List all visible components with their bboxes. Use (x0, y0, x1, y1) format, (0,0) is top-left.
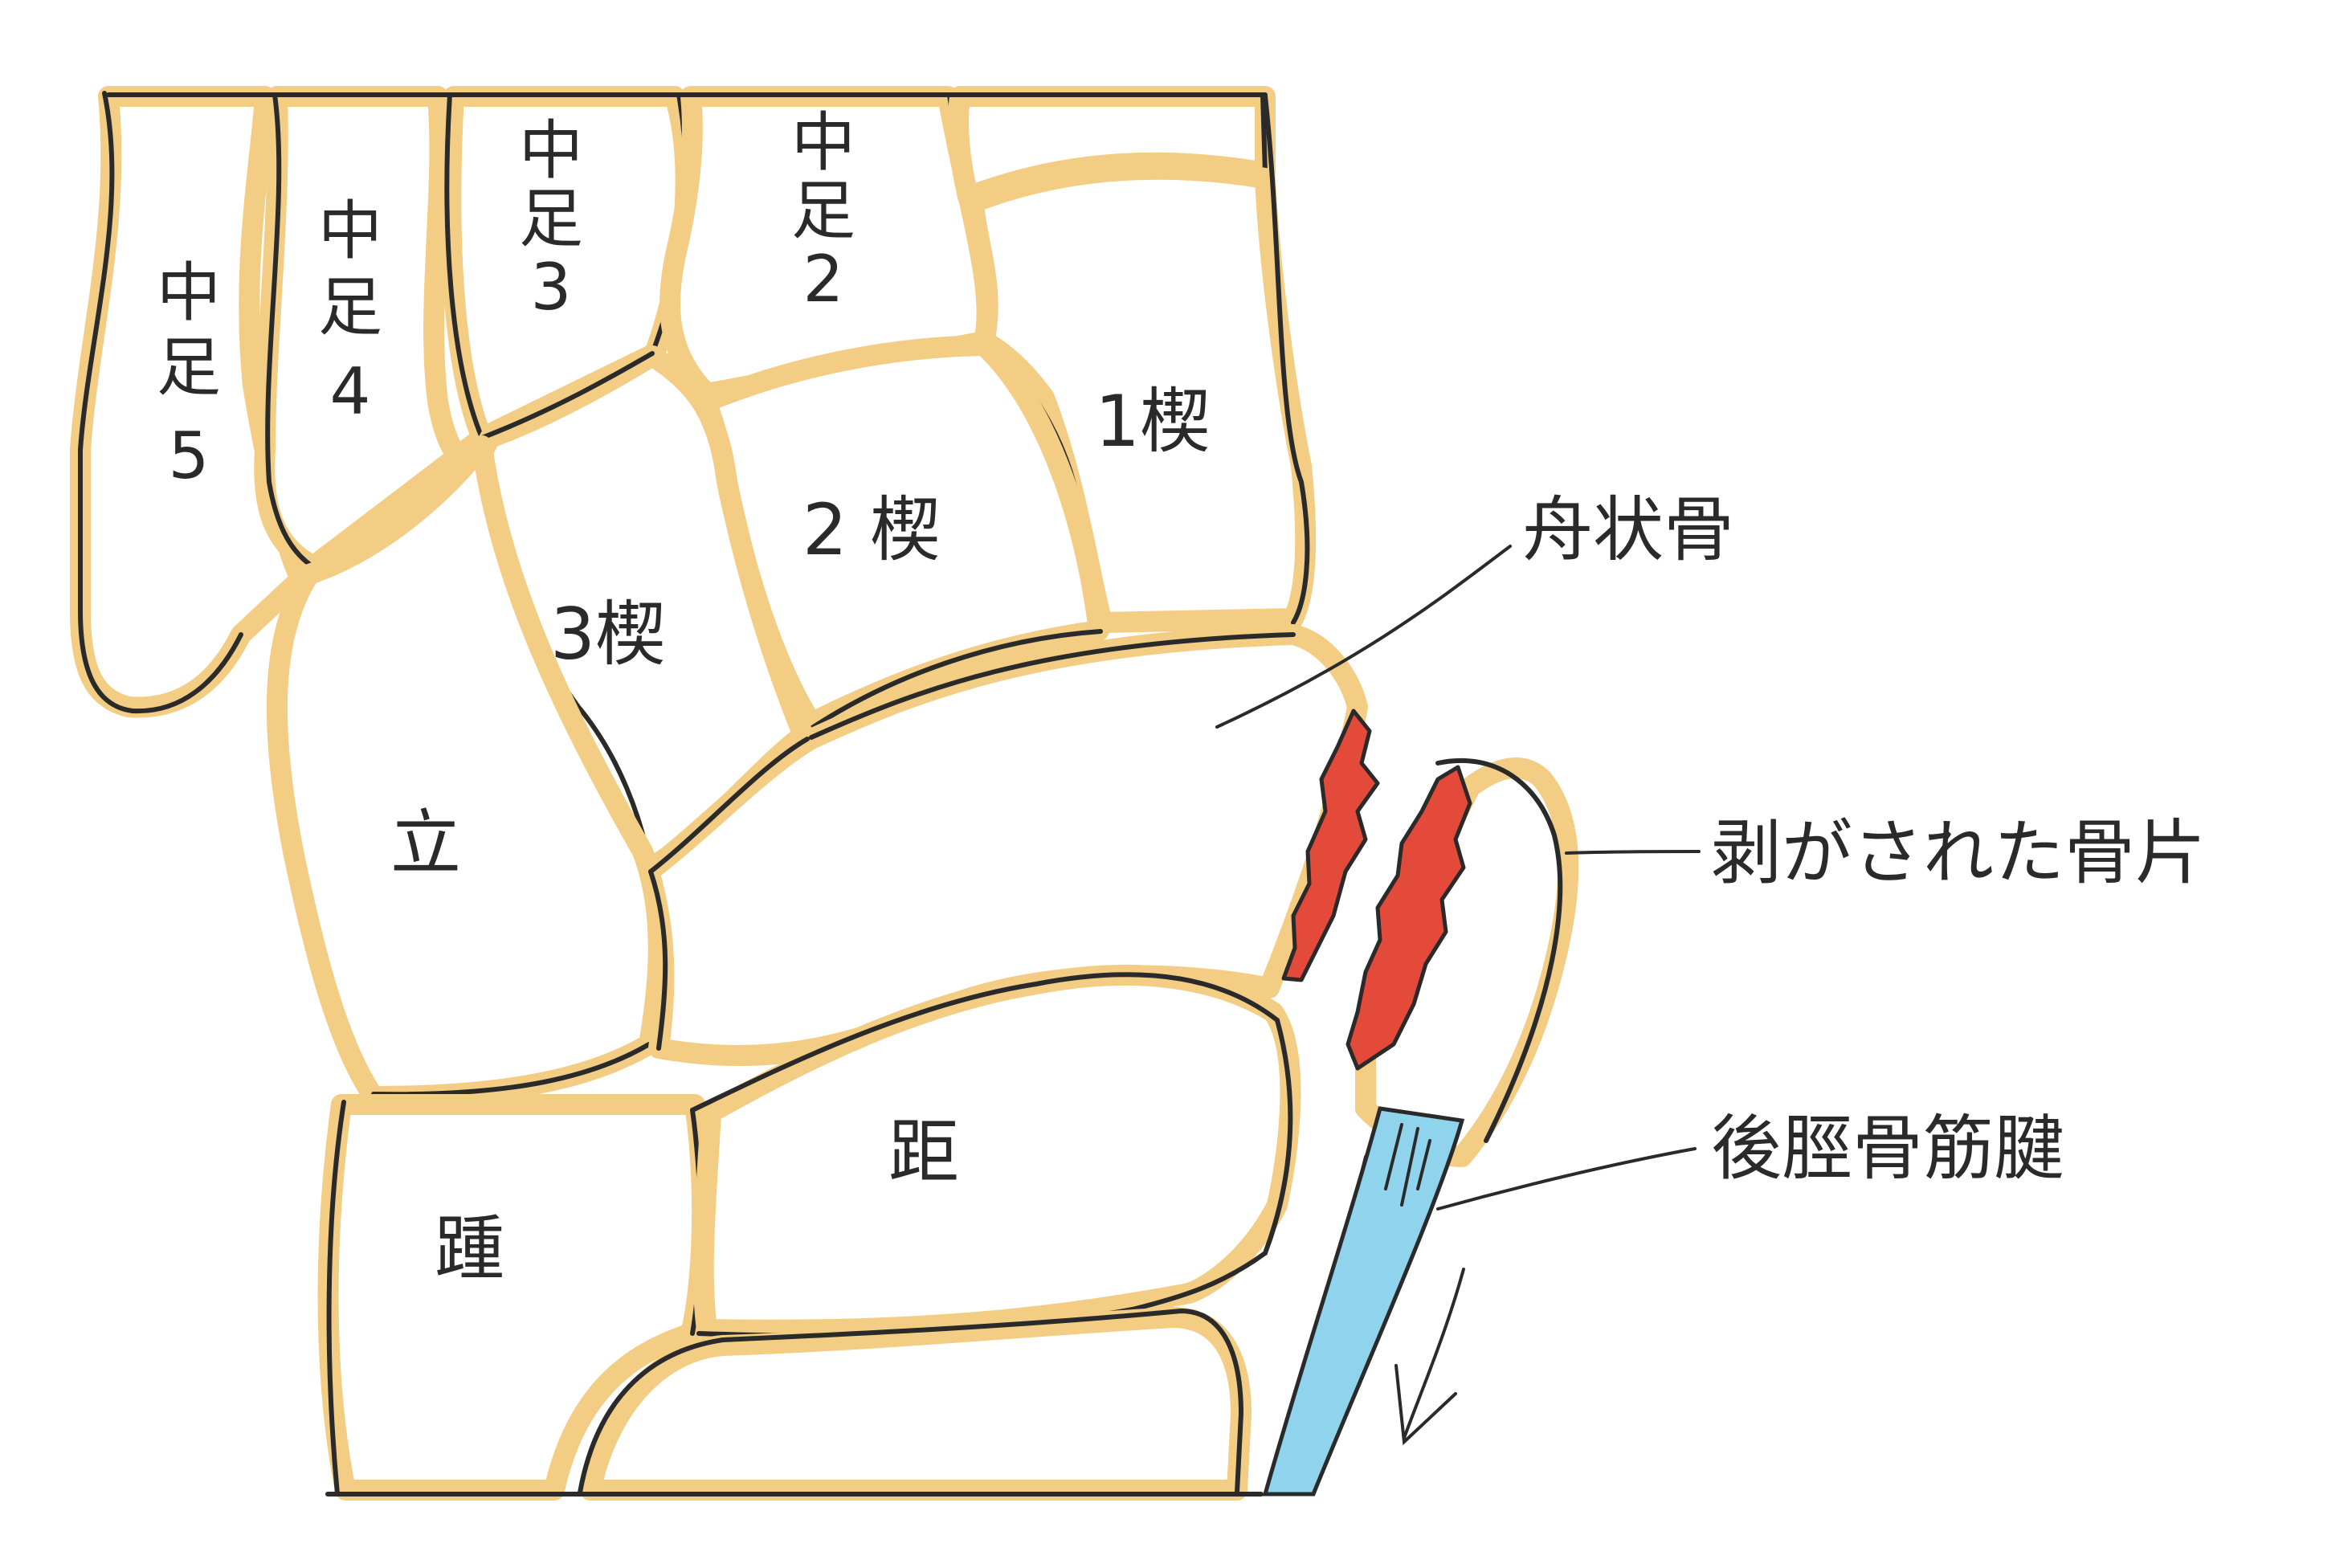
svg-text:3: 3 (531, 250, 572, 325)
label-cuneiform-2: 2 楔 (802, 488, 941, 571)
label-cuneiform-3: 3楔 (550, 593, 666, 676)
svg-text:4: 4 (330, 354, 371, 429)
label-avulsed-fragment: 剥がされた骨片 (1711, 811, 2206, 894)
pull-direction-arrow (1394, 1268, 1465, 1446)
leader-tendon (1436, 1147, 1697, 1211)
svg-text:足: 足 (791, 174, 855, 248)
svg-text:中: 中 (791, 105, 855, 180)
label-calcaneus: 踵 (435, 1207, 505, 1290)
svg-text:足: 足 (318, 270, 382, 345)
fracture-surface-navicular (1281, 708, 1380, 982)
leader-navicular (1215, 545, 1512, 729)
svg-text:足: 足 (157, 330, 221, 405)
label-metatarsal-5: 中 足 5 (157, 255, 221, 493)
tibialis-posterior-tendon (1262, 1106, 1465, 1497)
svg-text:5: 5 (169, 419, 210, 493)
svg-text:中: 中 (157, 255, 221, 330)
label-metatarsal-2: 中 足 2 (791, 105, 855, 316)
frame-outline (106, 92, 1268, 1497)
svg-text:中: 中 (318, 194, 382, 268)
lower-bone (578, 1307, 1252, 1501)
metatarsal-5 (70, 86, 312, 718)
leader-fragment (1565, 850, 1701, 855)
label-cuboid: 立 (390, 802, 461, 884)
label-tibialis-posterior-tendon: 後脛骨筋腱 (1711, 1107, 2064, 1190)
fracture-surface-fragment (1345, 765, 1472, 1071)
talus (690, 965, 1301, 1341)
label-cuneiform-1: 1楔 (1095, 380, 1211, 463)
svg-text:中: 中 (519, 113, 583, 188)
svg-text:2: 2 (803, 242, 844, 316)
svg-text:足: 足 (519, 182, 583, 256)
label-talus: 距 (888, 1111, 959, 1194)
label-metatarsal-3: 中 足 3 (519, 113, 583, 325)
label-navicular: 舟状骨 (1522, 488, 1734, 571)
label-metatarsal-4: 中 足 4 (318, 194, 382, 429)
